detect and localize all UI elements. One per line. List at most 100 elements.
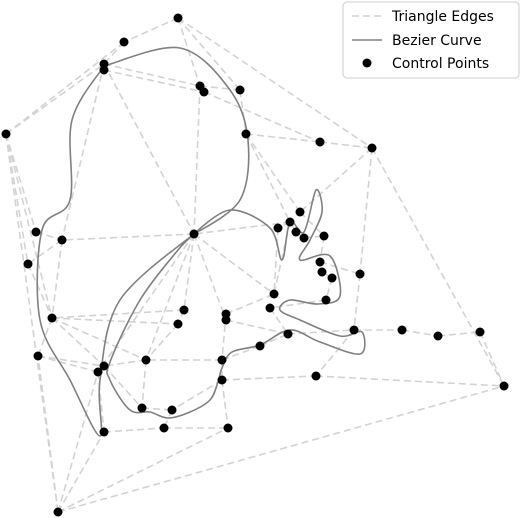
control-point-40 <box>141 355 151 365</box>
triangle-edge-1 <box>5 41 125 135</box>
triangle-edge-0 <box>5 133 59 513</box>
triangle-edge-69 <box>221 345 261 361</box>
control-point-14 <box>273 223 283 233</box>
control-point-28 <box>265 303 275 313</box>
control-point-36 <box>397 325 407 335</box>
triangle-edge-17 <box>61 63 105 241</box>
triangle-edge-23 <box>245 133 321 143</box>
control-point-51 <box>159 423 169 433</box>
legend-edges-label: Triangle Edges <box>391 9 494 25</box>
triangle-edge-77 <box>103 427 165 433</box>
triangle-edge-10 <box>57 371 99 513</box>
triangle-edge-25 <box>299 147 373 213</box>
triangle-edge-88 <box>37 355 99 373</box>
triangle-edge-73 <box>225 293 275 315</box>
triangle-edge-62 <box>141 359 147 409</box>
control-point-49 <box>167 405 177 415</box>
control-point-25 <box>355 269 365 279</box>
control-point-20 <box>23 259 33 269</box>
control-point-18 <box>31 227 41 237</box>
control-point-8 <box>235 85 245 95</box>
triangle-edge-7 <box>57 431 105 513</box>
triangle-edge-9 <box>57 385 505 513</box>
control-point-2 <box>173 13 183 23</box>
triangle-edge-26 <box>359 147 373 275</box>
control-point-15 <box>291 227 301 237</box>
triangle-edge-8 <box>57 427 229 513</box>
triangle-edge-66 <box>221 379 229 429</box>
triangle-edge-33 <box>299 211 325 237</box>
triangle-edge-70 <box>259 333 289 347</box>
triangle-edge-51 <box>145 233 195 361</box>
triangle-edge-44 <box>27 239 63 265</box>
triangle-edge-87 <box>37 317 53 357</box>
triangle-edge-29 <box>245 133 291 223</box>
triangle-edge-20 <box>193 85 201 235</box>
triangle-edge-4 <box>5 133 29 265</box>
control-point-47 <box>217 375 227 385</box>
control-point-45 <box>311 371 321 381</box>
triangle-edge-61 <box>103 365 143 409</box>
control-point-35 <box>349 325 359 335</box>
control-point-22 <box>315 257 325 267</box>
control-point-41 <box>99 361 109 371</box>
control-point-0 <box>1 129 11 139</box>
control-point-26 <box>321 295 331 305</box>
triangle-edge-18 <box>103 63 195 235</box>
control-point-1 <box>53 507 63 517</box>
triangle-edge-14 <box>177 17 373 149</box>
control-point-34 <box>283 329 293 339</box>
control-point-50 <box>99 427 109 437</box>
triangle-edge-60 <box>37 355 105 367</box>
triangle-edge-52 <box>97 233 195 373</box>
control-point-5 <box>99 65 109 75</box>
control-point-7 <box>199 87 209 97</box>
triangle-edge-74 <box>269 307 289 335</box>
triangle-edge-42 <box>315 375 505 387</box>
control-point-9 <box>241 129 251 139</box>
triangle-edge-45 <box>35 231 63 241</box>
control-point-46 <box>499 381 509 391</box>
control-point-48 <box>137 403 147 413</box>
control-point-33 <box>173 319 183 329</box>
triangle-edge-57 <box>51 317 147 361</box>
legend-points-label: Control Points <box>392 56 489 72</box>
triangle-edge-67 <box>221 375 317 381</box>
triangle-edge-5 <box>5 133 53 319</box>
control-point-13 <box>285 217 295 227</box>
control-point-27 <box>269 289 279 299</box>
triangle-edge-3 <box>5 133 37 233</box>
triangle-edge-58 <box>103 359 147 367</box>
triangle-edge-19 <box>199 85 241 91</box>
triangle-edge-30 <box>193 221 291 235</box>
triangle-edge-43 <box>61 233 195 241</box>
triangle-edge-11 <box>123 17 179 43</box>
control-points-layer <box>1 13 509 517</box>
control-point-31 <box>221 315 231 325</box>
control-point-12 <box>295 207 305 217</box>
control-point-10 <box>315 137 325 147</box>
control-point-39 <box>33 351 43 361</box>
control-point-44 <box>255 341 265 351</box>
triangle-edges-layer <box>5 17 505 513</box>
triangle-edge-32 <box>273 227 279 295</box>
bezier-curve-line <box>36 46 366 437</box>
triangle-edge-55 <box>51 317 179 325</box>
triangle-edge-28 <box>245 133 301 213</box>
triangle-edge-35 <box>319 261 361 275</box>
control-point-24 <box>327 273 337 283</box>
triangle-edge-12 <box>177 17 201 87</box>
triangle-edge-40 <box>479 331 505 387</box>
control-point-3 <box>119 37 129 47</box>
triangle-edge-49 <box>193 233 275 295</box>
control-point-38 <box>475 327 485 337</box>
legend-points-swatch <box>362 58 372 68</box>
control-point-17 <box>319 231 329 241</box>
control-point-37 <box>433 331 443 341</box>
triangle-edge-72 <box>225 319 289 335</box>
legend-curve-label: Bezier Curve <box>392 33 482 49</box>
triangle-edge-50 <box>193 233 227 321</box>
triangle-edge-46 <box>27 263 53 319</box>
control-point-19 <box>57 235 67 245</box>
